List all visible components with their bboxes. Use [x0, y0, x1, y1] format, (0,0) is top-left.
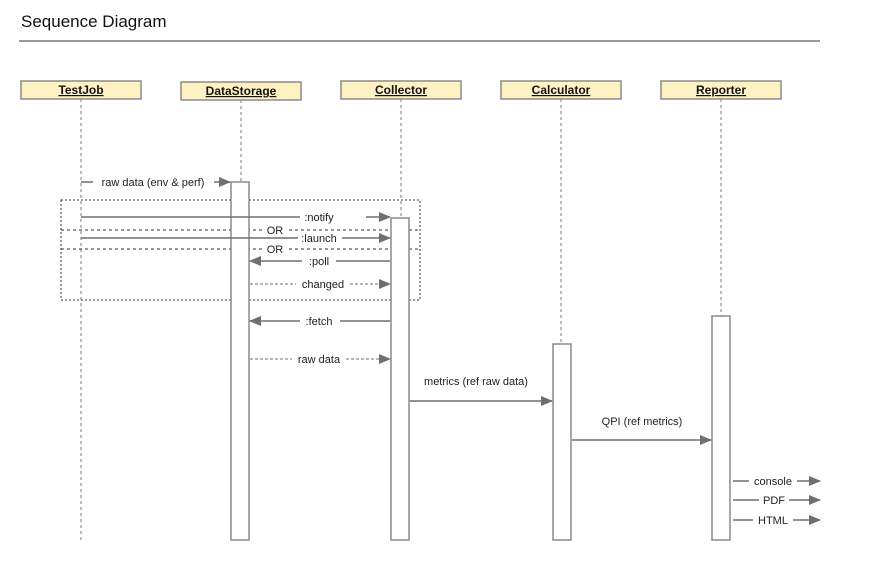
- participant-label: DataStorage: [206, 84, 277, 98]
- message-label: :notify: [304, 212, 334, 224]
- participant-testjob: TestJob: [20, 80, 142, 100]
- message-label: HTML: [758, 515, 788, 527]
- message-fetch: :fetch: [249, 316, 390, 328]
- message-raw-data-env-perf: raw data (env & perf): [81, 177, 231, 189]
- activation-datastorage: [230, 181, 250, 541]
- participant-label: Calculator: [532, 83, 591, 97]
- message-console: console: [733, 476, 821, 488]
- message-raw-data: raw data: [250, 354, 391, 366]
- message-label: QPI (ref metrics): [602, 416, 683, 428]
- activations: [230, 181, 731, 541]
- message-pdf: PDF: [733, 495, 821, 507]
- participant-reporter: Reporter: [660, 80, 782, 100]
- participant-calculator: Calculator: [500, 80, 622, 100]
- message-label: :fetch: [306, 316, 333, 328]
- participants: TestJob DataStorage Collector Calculator…: [20, 80, 782, 101]
- message-label: raw data: [298, 354, 341, 366]
- participant-label: Reporter: [696, 83, 746, 97]
- activation-reporter: [711, 315, 731, 541]
- lifelines: [80, 99, 722, 540]
- message-html: HTML: [733, 515, 821, 527]
- title-divider: [19, 40, 820, 42]
- participant-datastorage: DataStorage: [180, 81, 302, 101]
- participant-label: Collector: [375, 83, 427, 97]
- message-label: PDF: [763, 495, 785, 507]
- message-label: metrics (ref raw data): [424, 376, 528, 388]
- message-changed: changed: [250, 279, 391, 291]
- fragment-or-label: OR: [267, 244, 284, 256]
- message-label: console: [754, 476, 792, 488]
- activation-calculator: [552, 343, 572, 541]
- messages: raw data (env & perf) :notify :launch :p…: [81, 177, 821, 527]
- page-title: Sequence Diagram: [21, 12, 167, 31]
- fragment-or-label: OR: [267, 225, 284, 237]
- message-metrics: metrics (ref raw data): [410, 376, 553, 406]
- message-label: :poll: [309, 256, 329, 268]
- message-label: changed: [302, 279, 344, 291]
- message-label: :launch: [301, 233, 336, 245]
- participant-collector: Collector: [340, 80, 462, 100]
- message-launch: :launch: [81, 233, 391, 245]
- message-notify: :notify: [81, 212, 391, 224]
- alt-fragment: OR OR: [60, 199, 421, 301]
- message-qpi: QPI (ref metrics): [572, 416, 712, 445]
- message-poll: :poll: [249, 256, 390, 268]
- participant-label: TestJob: [58, 83, 103, 97]
- activation-collector: [390, 217, 410, 541]
- message-label: raw data (env & perf): [102, 177, 205, 189]
